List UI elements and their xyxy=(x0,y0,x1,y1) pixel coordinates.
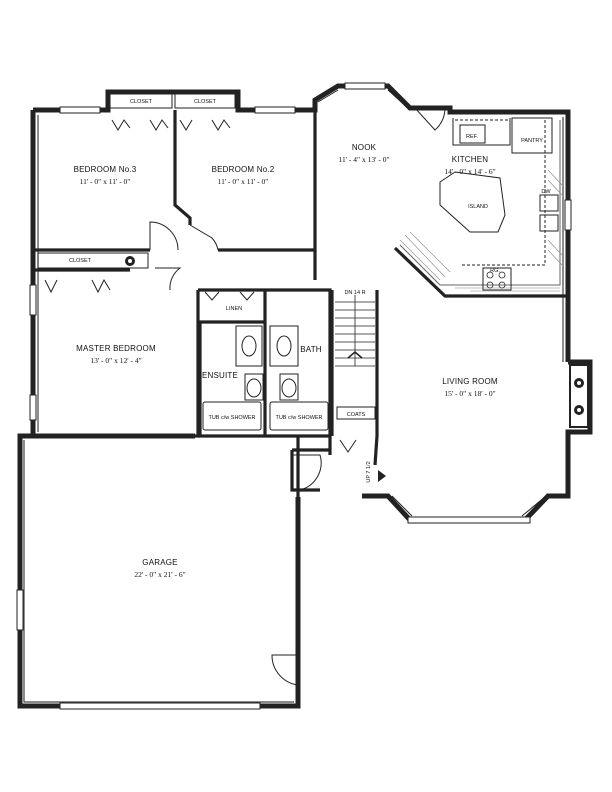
interior-walls xyxy=(33,110,568,497)
nook-name: NOOK xyxy=(352,143,377,152)
dw-label: DW xyxy=(541,189,551,195)
closet-doors xyxy=(44,119,357,453)
tub-ensuite-label: TUB c/w SHOWER xyxy=(208,415,255,421)
kitchen-size: 14' - 0" x 14' - 6" xyxy=(444,167,495,176)
garage-size: 22' - 0" x 21' - 6" xyxy=(134,570,185,579)
fireplace xyxy=(569,364,589,428)
stair-up-label: UP 7 1/2 xyxy=(366,461,372,482)
windows xyxy=(16,82,572,710)
tub-bath-label: TUB c/w SHOWER xyxy=(275,415,322,421)
counter-hatch xyxy=(399,169,563,292)
bedroom2-size: 11' - 0" x 11' - 0" xyxy=(218,177,269,186)
garage-name: GARAGE xyxy=(142,558,177,567)
closet-b3-label: CLOSET xyxy=(130,99,153,105)
nook-size: 11' - 4" x 13' - 0" xyxy=(338,155,389,164)
vent-icon xyxy=(125,256,135,266)
closet-b2-label: CLOSET xyxy=(194,99,217,105)
kitchen-name: KITCHEN xyxy=(452,155,489,164)
bay-window-lines xyxy=(317,89,547,517)
ref-label: REF. xyxy=(466,134,478,140)
living-room-size: 15' - 0" x 18' - 0" xyxy=(444,389,495,398)
stair-down-label: DN 14 R xyxy=(344,290,365,296)
closets xyxy=(37,93,376,420)
coats-label: COATS xyxy=(347,412,366,418)
stair-arrow xyxy=(378,470,386,482)
kitchen-island xyxy=(439,171,506,233)
pantry-label: PANTRY xyxy=(521,138,543,144)
master-bedroom-name: MASTER BEDROOM xyxy=(76,344,156,353)
stairs xyxy=(335,295,375,367)
door-swings xyxy=(149,107,446,686)
inner-wall-lines xyxy=(23,115,587,703)
rg-label: RG. xyxy=(490,268,500,274)
linen-label: LINEN xyxy=(226,306,242,312)
range-burners xyxy=(486,271,506,289)
kitchen-counters xyxy=(399,117,561,291)
bedroom2-name: BEDROOM No.2 xyxy=(212,165,275,174)
bedroom3-name: BEDROOM No.3 xyxy=(74,165,137,174)
ensuite-name: ENSUITE xyxy=(202,371,238,380)
master-bedroom-size: 13' - 0" x 12' - 4" xyxy=(90,356,141,365)
closet-master-label: CLOSET xyxy=(69,258,92,264)
living-room-name: LIVING ROOM xyxy=(442,377,498,386)
island-label: ISLAND xyxy=(468,204,488,210)
bedroom3-size: 11' - 0" x 11' - 0" xyxy=(80,177,131,186)
bath-name: BATH xyxy=(300,345,322,354)
refrigerator xyxy=(459,124,486,144)
bath-fixtures xyxy=(202,325,329,431)
